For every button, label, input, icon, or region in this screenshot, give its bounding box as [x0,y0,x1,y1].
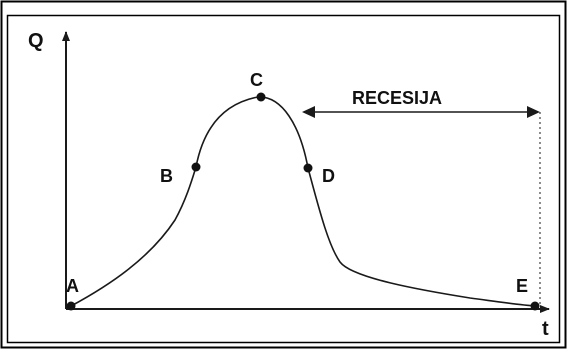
point-d-label: D [322,166,335,186]
point-c-label: C [250,70,263,90]
point-c [256,92,266,102]
y-axis-label: Q [28,30,44,52]
point-e-label: E [516,276,528,296]
hydrograph-curve [70,96,536,307]
point-b [191,162,201,172]
recession-arrow-right-head [527,106,540,118]
inner-frame [6,14,561,344]
point-b-label: B [160,166,173,186]
point-e [530,301,540,311]
point-a [66,301,76,311]
point-d [303,163,313,173]
point-a-label: A [66,276,79,296]
recession-arrow-left-head [302,106,315,118]
recession-label: RECESIJA [352,88,442,108]
x-axis-label: t [542,318,549,340]
